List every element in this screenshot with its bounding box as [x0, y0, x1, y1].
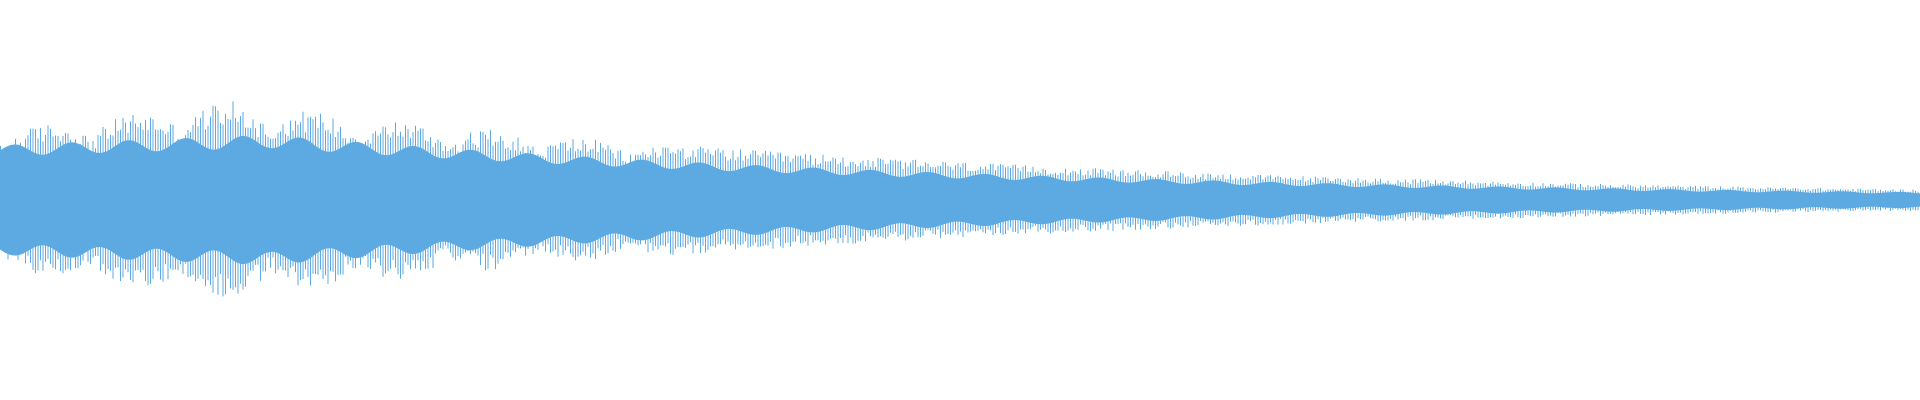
- waveform-spikes: [0, 101, 1919, 297]
- waveform-spike-lines: [0, 101, 1919, 297]
